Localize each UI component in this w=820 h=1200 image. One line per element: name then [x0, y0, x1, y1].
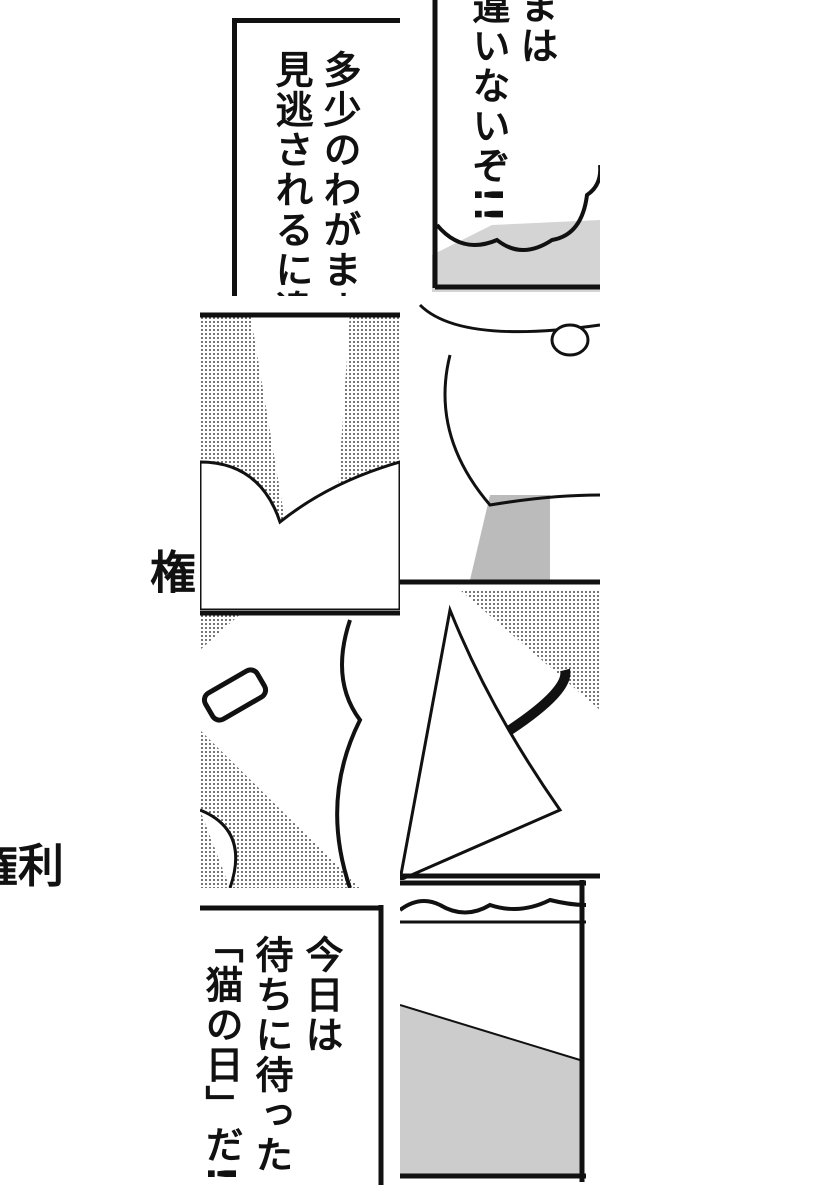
panel-lower-right	[400, 590, 600, 880]
panel-top-left: 多少のわがまま 見逃されるに違	[232, 18, 400, 296]
caption-line-2: 見逃されるに違	[269, 50, 313, 296]
panel-top-right: まは 違いないぞ!!	[432, 0, 600, 292]
caption-line-1: 多少のわがまま	[317, 50, 361, 296]
speech-bubble-art	[432, 0, 600, 292]
panel-bottom-right	[400, 880, 586, 1182]
caption-line-3: 「猫の日」だ!	[200, 925, 243, 1185]
panel-mid-right	[400, 295, 600, 590]
panel-lower-left	[200, 610, 400, 888]
speech-line-2: 違いないぞ!!	[466, 0, 510, 225]
speech-line-1: まは	[514, 0, 558, 66]
caption-line-1: 今日は	[299, 935, 343, 1055]
sfx-text-1: 権	[150, 546, 196, 593]
caption-line-2: 待ちに待った	[249, 935, 293, 1175]
sfx-text-2: 権利	[0, 839, 64, 888]
panel-mid-left	[200, 312, 400, 610]
panel-bottom-left: 今日は 待ちに待った 「猫の日」だ!	[200, 905, 385, 1185]
